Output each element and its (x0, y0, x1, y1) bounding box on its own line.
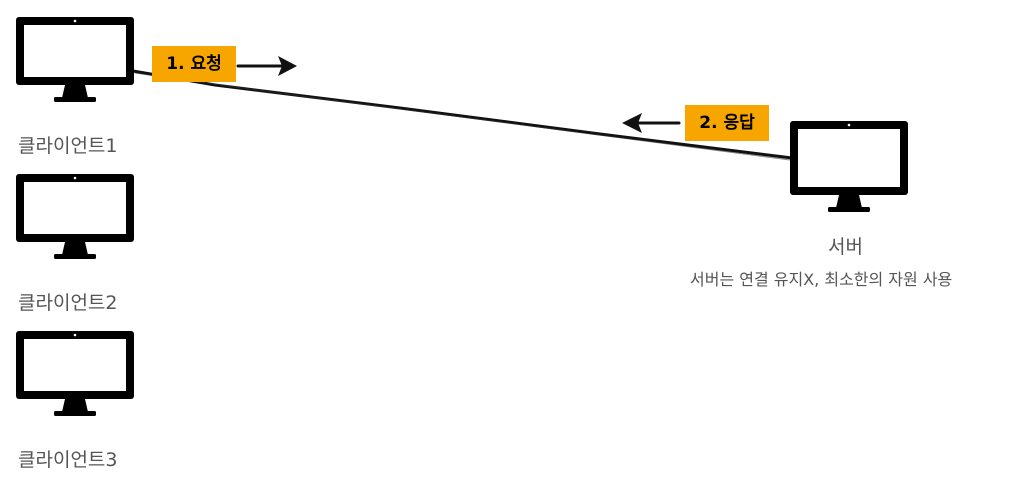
connection-line-texture (134, 72, 791, 161)
request-arrow-head (278, 56, 297, 76)
server-monitor-icon (790, 121, 908, 212)
client-1-label: 클라이언트1 (18, 135, 118, 157)
request-badge: 1. 요청 (152, 46, 236, 82)
response-arrow-head (622, 113, 642, 133)
client-3-monitor-icon (16, 331, 134, 417)
client-3-label: 클라이언트3 (18, 449, 118, 471)
client-2-monitor-icon (16, 174, 134, 260)
client-2-label: 클라이언트2 (18, 292, 118, 314)
response-badge: 2. 응답 (685, 105, 769, 141)
client-1-monitor-icon (16, 17, 134, 103)
server-label: 서버 (828, 236, 863, 258)
server-note: 서버는 연결 유지X, 최소한의 자원 사용 (690, 270, 953, 289)
